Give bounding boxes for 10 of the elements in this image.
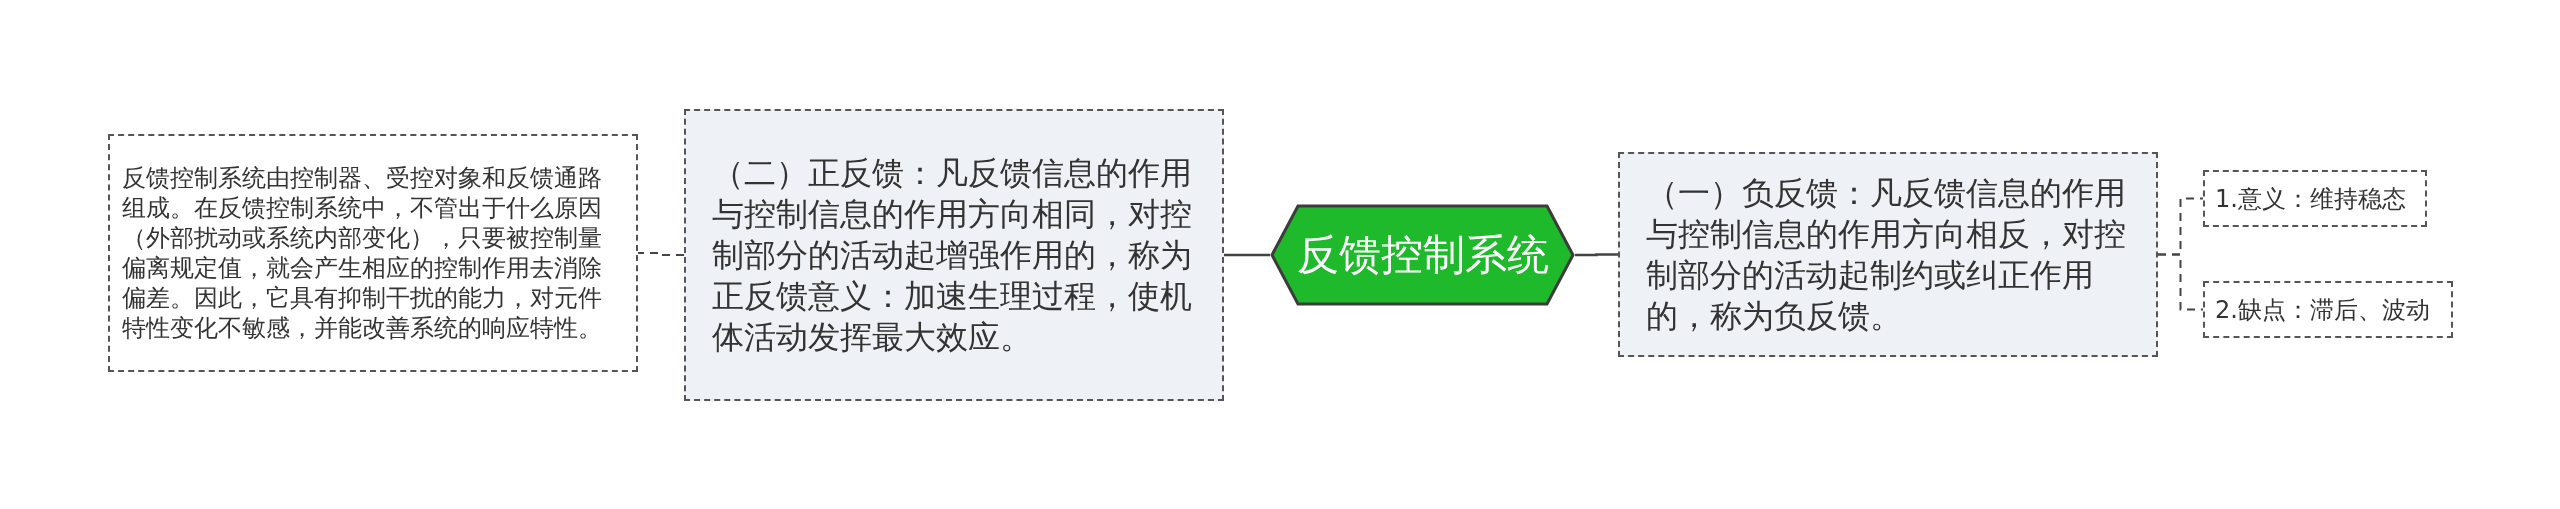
topic-hexagon: 反馈控制系统 (1270, 204, 1575, 306)
note-box: 2.缺点：滞后、波动 (2203, 281, 2453, 338)
connector (2157, 253, 2204, 311)
connector (637, 252, 685, 256)
topic-box: （一）负反馈：凡反馈信息的作用与控制信息的作用方向相反，对控制部分的活动起制约或纠正作用的，称为负反馈。 (1618, 152, 2158, 357)
note-box: 1.意义：维持稳态 (2203, 170, 2427, 227)
connector (1224, 253, 1270, 257)
topic-box: （二）正反馈：凡反馈信息的作用与控制信息的作用方向相同，对控制部分的活动起增强作用的，称为正反馈意义：加速生理过程，使机体活动发挥最大效应。 (684, 109, 1224, 401)
note-box: 反馈控制系统由控制器、受控对象和反馈通路组成。在反馈控制系统中，不管出于什么原因（外部扰动或系统内部变化），只要被控制量偏离规定值，就会产生相应的控制作用去消除偏差。因此，它具有抑制干扰的能力，对元件特性变化不敏感，并能改善系统的响应特性。 (108, 134, 638, 372)
connector (1575, 253, 1618, 257)
